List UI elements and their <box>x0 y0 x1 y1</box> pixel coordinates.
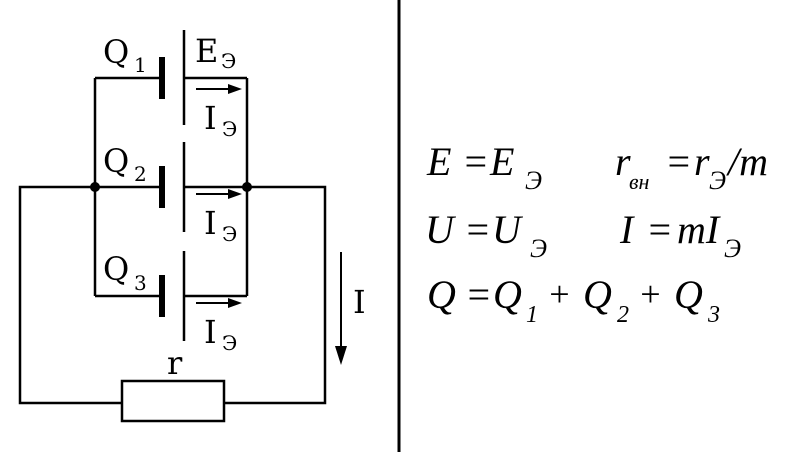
outer-right-wire <box>224 185 327 405</box>
formula3-plus-2: + <box>638 274 662 314</box>
formula2-equals: = <box>464 207 491 252</box>
formula3-q1: Q <box>493 272 522 317</box>
formula2-u2: U <box>492 207 524 252</box>
emf-label-sub: Э <box>221 49 236 73</box>
cell1-label-sub: 1 <box>134 53 147 77</box>
resistor-label: r <box>167 344 183 382</box>
outer-left-wire <box>18 185 122 405</box>
formula1-equals: = <box>462 139 489 184</box>
branch-current-label-2-sub: Э <box>222 222 237 246</box>
branch-current-label-3: I <box>204 313 217 351</box>
formula1-e2: E <box>489 139 514 184</box>
branch-current-label-1-sub: Э <box>222 117 237 141</box>
formula2-u2-sub: Э <box>530 234 547 263</box>
formula3-plus-1: + <box>547 274 571 314</box>
formula1-e: E <box>426 139 451 184</box>
circuit-wires <box>18 76 327 405</box>
branch-current-arrow-2 <box>196 189 242 199</box>
formula1-tail: /m <box>726 139 768 184</box>
formula-row-2: U = U Э I = mI Э <box>425 207 741 263</box>
formula2-mi-sub: Э <box>724 234 741 263</box>
formula3-q2: Q <box>583 272 612 317</box>
cell1-label: Q <box>103 33 129 71</box>
formula-row-1: E = E Э r вн = r Э /m <box>426 139 768 195</box>
left-junction-node <box>90 182 100 192</box>
formula1-e2-sub: Э <box>525 166 542 195</box>
formula2-u: U <box>425 207 457 252</box>
formula1-equals-2: = <box>665 139 692 184</box>
formula3-q2-sub: 2 <box>617 302 629 328</box>
cell3-label: Q <box>103 250 129 288</box>
cell3-label-sub: 3 <box>134 271 147 295</box>
formula1-r-sub: вн <box>629 169 650 194</box>
branch-current-label-2: I <box>204 204 217 242</box>
cell-1 <box>159 30 186 125</box>
branch-current-arrow-3 <box>196 298 242 308</box>
emf-label: E <box>195 32 218 70</box>
formula2-equals-2: = <box>646 207 673 252</box>
branch-current-label-3-sub: Э <box>222 331 237 355</box>
formula1-r2-sub: Э <box>709 166 726 195</box>
formula1-r2: r <box>694 139 710 184</box>
formula3-q1-sub: 1 <box>526 302 538 328</box>
load-current-arrow <box>335 252 347 365</box>
branch-current-arrow-1 <box>196 84 242 94</box>
right-junction-node <box>242 182 252 192</box>
formula3-q3-sub: 3 <box>707 302 720 328</box>
formula2-mi: mI <box>677 207 721 252</box>
formula3-q: Q <box>427 272 456 317</box>
cell2-label: Q <box>103 142 129 180</box>
formula3-equals: = <box>465 272 492 317</box>
formula2-i: I <box>619 207 635 252</box>
load-current-label: I <box>353 283 366 321</box>
cell-2 <box>159 142 186 232</box>
cell-3 <box>159 251 186 341</box>
formula-row-3: Q = Q 1 + Q 2 + Q 3 <box>427 272 720 328</box>
branch-current-label-1: I <box>204 99 217 137</box>
cell2-label-sub: 2 <box>134 162 147 186</box>
formula3-q3: Q <box>674 272 703 317</box>
resistor <box>120 379 226 423</box>
formula1-r: r <box>615 139 631 184</box>
